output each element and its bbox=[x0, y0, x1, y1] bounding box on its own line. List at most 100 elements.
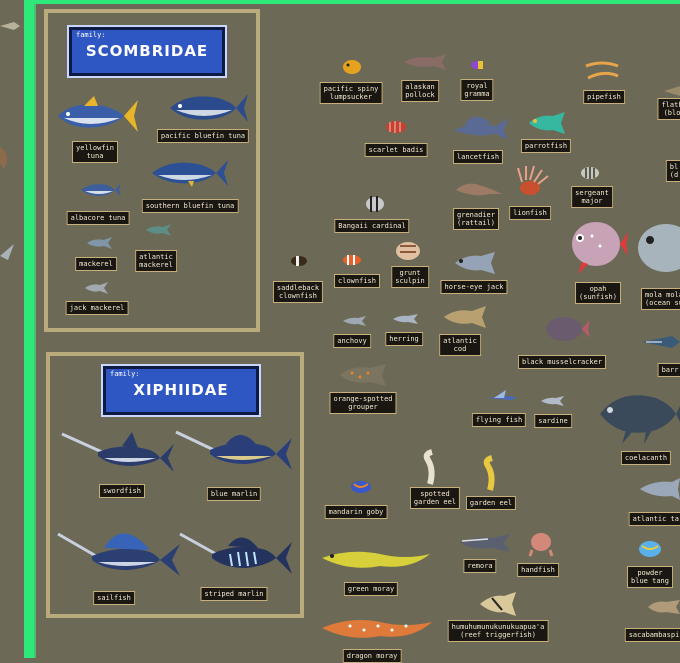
opah-icon[interactable] bbox=[568, 214, 628, 276]
atlantic-mackerel-icon[interactable] bbox=[145, 224, 171, 236]
orange-spotted-grouper-icon[interactable] bbox=[338, 364, 386, 386]
anchovy-icon[interactable] bbox=[342, 316, 366, 326]
lancetfish-icon[interactable] bbox=[452, 108, 508, 142]
southern-bluefin-tuna-icon[interactable] bbox=[148, 155, 228, 191]
handfish-icon[interactable] bbox=[528, 530, 554, 557]
species-label: Bangaii cardinal bbox=[334, 219, 410, 233]
partial-fish-icon bbox=[0, 242, 14, 260]
species-label: horse-eye jack bbox=[440, 280, 508, 294]
family-title-xiphiidae: family: XIPHIIDAE bbox=[101, 364, 261, 417]
grenadier-icon[interactable] bbox=[454, 180, 502, 200]
family-name: SCOMBRIDAE bbox=[85, 42, 209, 60]
mandarin-goby-icon[interactable] bbox=[350, 480, 374, 494]
saddleback-clownfish-icon[interactable] bbox=[290, 255, 310, 267]
species-label: anchovy bbox=[333, 334, 371, 348]
powder-blue-tang-icon[interactable] bbox=[638, 540, 666, 558]
jack-mackerel-icon[interactable] bbox=[84, 282, 108, 294]
species-label: swordfish bbox=[99, 484, 145, 498]
herring-icon[interactable] bbox=[392, 314, 418, 324]
mola-mola-icon[interactable] bbox=[636, 214, 680, 280]
yellowfin-tuna-icon[interactable] bbox=[54, 96, 138, 136]
blue-marlin-icon[interactable] bbox=[175, 426, 292, 478]
sailfish-icon[interactable] bbox=[57, 518, 180, 586]
frame-top-line bbox=[24, 0, 680, 4]
spotted-garden-eel-icon[interactable] bbox=[420, 449, 442, 486]
species-label: mandarin goby bbox=[324, 505, 388, 519]
species-label: blue marlin bbox=[206, 487, 262, 501]
swordfish-icon[interactable] bbox=[61, 430, 174, 480]
species-label: herring bbox=[385, 332, 423, 346]
mackerel-icon[interactable] bbox=[86, 237, 112, 249]
sacabambaspis-icon[interactable] bbox=[646, 598, 680, 616]
sergeant-major-icon[interactable] bbox=[580, 166, 602, 180]
albacore-tuna-icon[interactable] bbox=[79, 180, 121, 200]
species-label: bl (d bbox=[665, 160, 680, 182]
species-label: royal gramma bbox=[460, 79, 494, 101]
coelacanth-icon[interactable] bbox=[596, 384, 680, 446]
garden-eel-icon[interactable] bbox=[478, 455, 500, 492]
pipefish-icon[interactable] bbox=[584, 60, 620, 82]
lionfish-icon[interactable] bbox=[514, 165, 550, 202]
parrotfish-icon[interactable] bbox=[527, 112, 565, 134]
barracuda-icon[interactable] bbox=[642, 332, 680, 352]
partial-fish-icon bbox=[0, 145, 14, 169]
remora-icon[interactable] bbox=[458, 534, 510, 552]
family-panel-scombridae bbox=[44, 9, 260, 332]
species-label: striped marlin bbox=[200, 587, 268, 601]
striped-marlin-icon[interactable] bbox=[179, 524, 292, 580]
black-musselcracker-icon[interactable] bbox=[542, 314, 590, 344]
flathead-icon[interactable] bbox=[664, 84, 680, 98]
green-moray-icon[interactable] bbox=[320, 544, 430, 574]
species-label: yellowfin tuna bbox=[72, 141, 118, 163]
species-label: southern bluefin tuna bbox=[141, 199, 239, 213]
species-label: flying fish bbox=[471, 413, 527, 427]
species-label: parrotfish bbox=[520, 139, 572, 153]
species-label: powder blue tang bbox=[627, 566, 673, 588]
species-label: atlantic tarp bbox=[628, 512, 680, 526]
bangaii-cardinal-icon[interactable] bbox=[363, 192, 389, 214]
species-label: albacore tuna bbox=[66, 211, 130, 225]
horse-eye-jack-icon[interactable] bbox=[453, 252, 495, 274]
clownfish-icon[interactable] bbox=[342, 254, 364, 266]
species-label: spotted garden eel bbox=[409, 487, 461, 509]
species-label: atlantic mackerel bbox=[135, 250, 177, 272]
family-small-label: family: bbox=[76, 31, 106, 39]
species-label: jack mackerel bbox=[65, 301, 129, 315]
species-label: black musselcracker bbox=[517, 355, 607, 369]
species-label: pipefish bbox=[583, 90, 625, 104]
species-label: coelacanth bbox=[620, 451, 672, 465]
species-label: alaskan pollock bbox=[401, 80, 439, 102]
species-label: atlantic cod bbox=[439, 334, 481, 356]
royal-gramma-icon[interactable] bbox=[470, 60, 484, 70]
lumpsucker-icon[interactable] bbox=[342, 57, 364, 75]
species-label: remora bbox=[463, 559, 497, 573]
grunt-sculpin-icon[interactable] bbox=[394, 240, 426, 262]
scarlet-badis-icon[interactable] bbox=[385, 120, 409, 134]
species-label: orange-spotted grouper bbox=[329, 392, 397, 414]
species-label: saddleback clownfish bbox=[272, 281, 324, 303]
species-label: barr bbox=[657, 363, 680, 377]
species-label: opah (sunfish) bbox=[575, 282, 621, 304]
partial-fish-icon bbox=[0, 20, 20, 32]
humuhumunukunukuapuaa-icon[interactable] bbox=[478, 592, 516, 616]
species-label: garden eel bbox=[465, 496, 517, 510]
species-label: grunt sculpin bbox=[391, 266, 429, 288]
pacific-bluefin-tuna-icon[interactable] bbox=[166, 88, 248, 126]
frame-left-line bbox=[24, 0, 36, 658]
species-label: mola mola (ocean su bbox=[641, 288, 680, 310]
sardine-icon[interactable] bbox=[540, 396, 564, 406]
species-label: lancetfish bbox=[452, 150, 504, 164]
species-label: mackerel bbox=[75, 257, 117, 271]
atlantic-cod-icon[interactable] bbox=[442, 306, 486, 328]
dragon-moray-icon[interactable] bbox=[320, 612, 432, 644]
species-label: pacific spiny lumpsucker bbox=[319, 82, 383, 104]
family-title-scombridae: family: SCOMBRIDAE bbox=[67, 25, 227, 78]
species-label: flath (blo bbox=[657, 98, 680, 120]
species-label: dragon moray bbox=[342, 649, 402, 663]
species-label: lionfish bbox=[509, 206, 551, 220]
alaskan-pollock-icon[interactable] bbox=[402, 54, 446, 70]
species-label: sacabambaspi bbox=[624, 628, 680, 642]
species-label: scarlet badis bbox=[364, 143, 428, 157]
atlantic-tarpon-icon[interactable] bbox=[638, 478, 680, 500]
flying-fish-icon[interactable] bbox=[484, 390, 518, 406]
